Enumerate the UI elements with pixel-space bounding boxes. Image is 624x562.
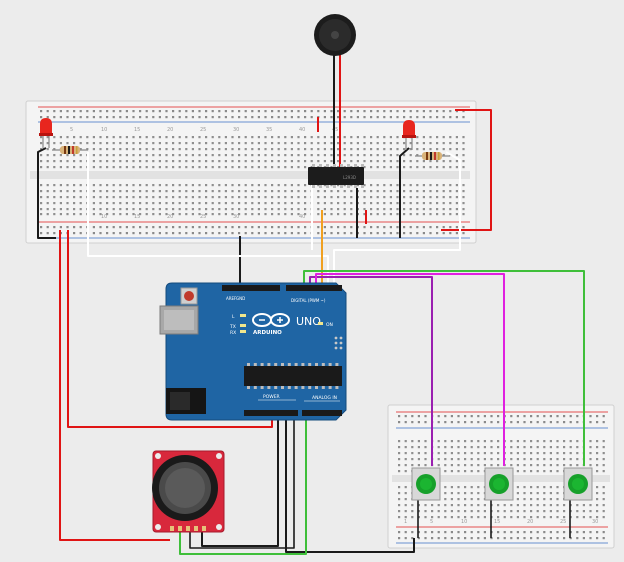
column-number: 40 <box>299 127 305 133</box>
column-number: 45 <box>332 127 338 133</box>
rail-red-jumper-right[interactable] <box>441 109 492 231</box>
button-3-green-wire[interactable] <box>303 270 585 466</box>
column-number: 20 <box>527 519 533 525</box>
atmega-chip <box>244 363 342 389</box>
bottom-breadboard-column-numbers: 1 5 10 15 20 25 30 <box>404 519 598 525</box>
column-number: 10 <box>461 519 467 525</box>
left-led[interactable] <box>39 118 53 148</box>
column-number: 15 <box>134 214 140 220</box>
arduino-logo <box>252 313 290 327</box>
right-resistor[interactable] <box>415 152 450 160</box>
digital-header-right <box>286 285 342 291</box>
power-label: POWER <box>263 394 280 400</box>
driver-chip[interactable]: L293D <box>308 164 364 188</box>
power-header <box>244 410 298 416</box>
top-breadboard: 1 5 10 15 20 25 30 35 40 45 10 15 20 25 … <box>25 100 477 244</box>
right-led-signal-wire[interactable] <box>333 151 461 290</box>
icsp-header <box>334 336 343 350</box>
column-number: 25 <box>200 214 206 220</box>
push-button-1[interactable] <box>411 467 441 501</box>
power-5v-red-wire[interactable] <box>59 230 170 541</box>
column-number: 1 <box>404 519 407 525</box>
digital-label: DIGITAL (PWM ~) <box>291 298 326 303</box>
top-breadboard-holes <box>40 110 465 235</box>
column-number: 35 <box>266 127 272 133</box>
push-button-2[interactable] <box>484 467 514 501</box>
column-number: 25 <box>560 519 566 525</box>
joystick-x-green-wire[interactable] <box>179 415 307 555</box>
analog-header <box>302 410 342 416</box>
column-number: 30 <box>233 127 239 133</box>
column-number: 20 <box>167 214 173 220</box>
joystick-module[interactable] <box>152 450 225 533</box>
logo-text: ARDUINO <box>253 330 282 336</box>
aref-label: AREF <box>226 296 237 301</box>
column-number: 5 <box>70 127 73 133</box>
column-number: 5 <box>430 519 433 525</box>
tx-label: TX <box>229 324 236 330</box>
left-led-ground-wire[interactable] <box>37 147 56 239</box>
analog-label: ANALOG IN <box>312 395 337 401</box>
wires <box>37 55 585 555</box>
push-button-3[interactable] <box>563 467 593 501</box>
right-led[interactable] <box>402 120 416 150</box>
column-number: 10 <box>101 214 107 220</box>
column-number: 15 <box>494 519 500 525</box>
left-resistor[interactable] <box>52 146 88 154</box>
l-led-label: L <box>232 314 235 320</box>
column-number: 30 <box>233 214 239 220</box>
button-2-magenta-wire[interactable] <box>315 273 505 466</box>
rx-label: RX <box>230 330 236 336</box>
digital-header-left <box>222 285 280 291</box>
column-number: 40 <box>299 214 305 220</box>
column-number: 15 <box>134 127 140 133</box>
reset-button[interactable] <box>180 287 198 305</box>
joystick-y-black-wire[interactable] <box>189 415 295 549</box>
power-vcc-red-wire[interactable] <box>67 230 273 428</box>
joystick-gnd-wire[interactable] <box>201 415 279 547</box>
chip-label: L293D <box>343 175 356 180</box>
model-label: UNO <box>296 315 321 328</box>
on-label: ON <box>326 322 333 328</box>
column-number: 20 <box>167 127 173 133</box>
bottom-ground-wire[interactable] <box>285 415 415 553</box>
piezo-buzzer[interactable] <box>314 14 356 56</box>
right-led-ground-wire[interactable] <box>399 147 410 238</box>
column-number: 10 <box>101 127 107 133</box>
column-number: 30 <box>592 519 598 525</box>
column-number: 25 <box>200 127 206 133</box>
gnd-top-label: GND <box>236 296 245 301</box>
arduino-uno-board[interactable]: AREF GND DIGITAL (PWM ~) L TX RX UNO ARD… <box>159 282 347 421</box>
